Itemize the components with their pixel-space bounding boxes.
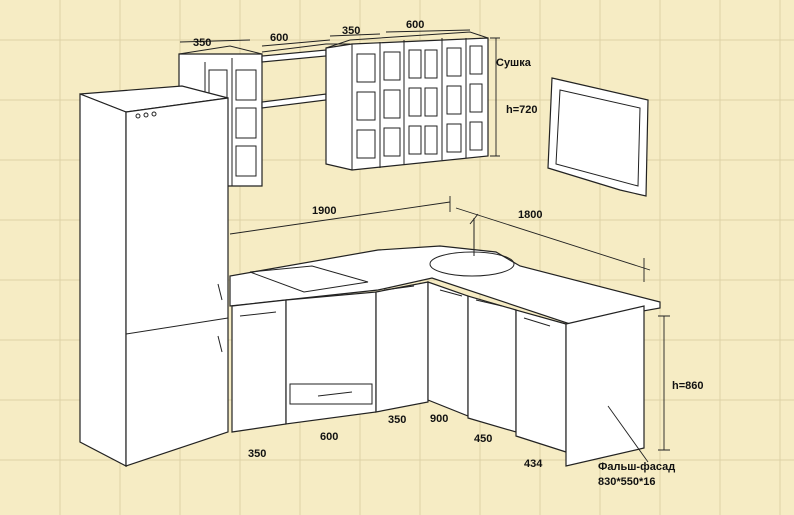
label-bottom-600: 600 (320, 431, 338, 443)
label-wall-left: 1900 (312, 205, 336, 217)
wall-tv (547, 77, 649, 197)
label-bottom-350b: 350 (388, 414, 406, 426)
label-upper-1: 350 (193, 37, 211, 49)
label-false-facade-size: 830*550*16 (598, 476, 656, 488)
label-bottom-900: 900 (430, 413, 448, 425)
dimension-labels: 350 600 350 600 Сушка h=720 1900 1800 h=… (193, 19, 704, 488)
label-upper-3: 350 (342, 25, 360, 37)
dimension-lines (179, 29, 670, 463)
label-upper-2: 600 (270, 32, 288, 44)
label-false-facade: Фальш-фасад (598, 461, 675, 473)
label-bottom-350a: 350 (248, 448, 266, 460)
upper-cabinet-right (325, 31, 489, 171)
label-bottom-434: 434 (524, 458, 543, 470)
label-dryer: Сушка (496, 57, 532, 69)
label-upper-height: h=720 (506, 104, 538, 116)
label-upper-4: 600 (406, 19, 424, 31)
lower-cabinets (229, 213, 661, 467)
fridge (79, 85, 229, 467)
label-lower-height: h=860 (672, 380, 704, 392)
label-wall-right: 1800 (518, 209, 542, 221)
label-bottom-450: 450 (474, 433, 492, 445)
